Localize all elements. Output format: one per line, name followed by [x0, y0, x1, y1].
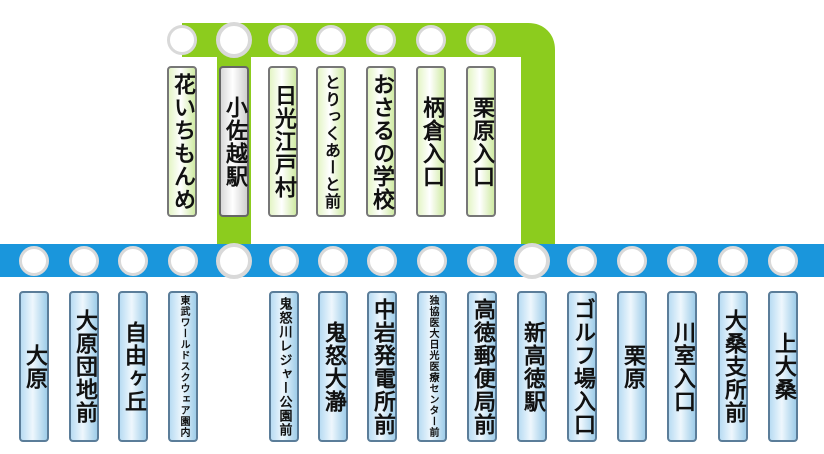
upper-stop-2 [268, 25, 298, 55]
lower-station-label: 高徳郵便局前 [467, 291, 497, 442]
upper-stop-5 [416, 25, 446, 55]
lower-stop-6 [318, 246, 348, 276]
upper-stop-3 [316, 25, 346, 55]
upper-station-label: 花いちもんめ [167, 66, 197, 217]
upper-line [182, 23, 555, 260]
lower-station-label: 大原団地前 [69, 291, 99, 442]
upper-station-label: おさるの学校 [366, 66, 396, 217]
lower-station-label: 鬼怒大瀞 [318, 291, 348, 442]
lower-stop-7 [367, 246, 397, 276]
lower-stop-0 [19, 246, 49, 276]
lower-stop-12 [617, 246, 647, 276]
lower-station-label: 鬼怒川レジャー公園前 [269, 291, 299, 442]
lower-station-label: 栗原 [617, 291, 647, 442]
lower-stop-10 [514, 243, 550, 279]
lower-stop-11 [567, 246, 597, 276]
upper-station-label: 柄倉入口 [416, 66, 446, 217]
lower-station-label: ゴルフ場入口 [567, 291, 597, 442]
upper-station-label: とりっくあーと前 [316, 66, 346, 217]
lower-stop-5 [269, 246, 299, 276]
lower-stop-14 [718, 246, 748, 276]
upper-stop-1 [216, 22, 252, 58]
lower-stop-8 [417, 246, 447, 276]
lower-station-label: 新高徳駅 [517, 291, 547, 442]
lower-stop-15 [768, 246, 798, 276]
lower-stop-1 [69, 246, 99, 276]
lower-stop-3 [168, 246, 198, 276]
lower-stop-2 [118, 246, 148, 276]
lower-station-label: 東武ワールドスクウェア園内 [168, 291, 198, 442]
lower-stop-13 [667, 246, 697, 276]
lower-station-label: 大原 [19, 291, 49, 442]
upper-stop-0 [167, 25, 197, 55]
upper-stop-6 [466, 25, 496, 55]
lower-stop-9 [467, 246, 497, 276]
upper-station-label: 栗原入口 [466, 66, 496, 217]
lower-stop-4 [216, 243, 252, 279]
lower-station-label: 独協医大日光医療センター前 [417, 291, 447, 442]
lower-station-label: 川室入口 [667, 291, 697, 442]
upper-station-label: 日光江戸村 [268, 66, 298, 217]
lower-station-label: 中岩発電所前 [367, 291, 397, 442]
lower-station-label: 上大桑 [768, 291, 798, 442]
lower-station-label: 大桑支所前 [718, 291, 748, 442]
upper-stop-4 [366, 25, 396, 55]
lower-station-label: 自由ヶ丘 [118, 291, 148, 442]
upper-station-label: 小佐越駅 [219, 66, 249, 217]
